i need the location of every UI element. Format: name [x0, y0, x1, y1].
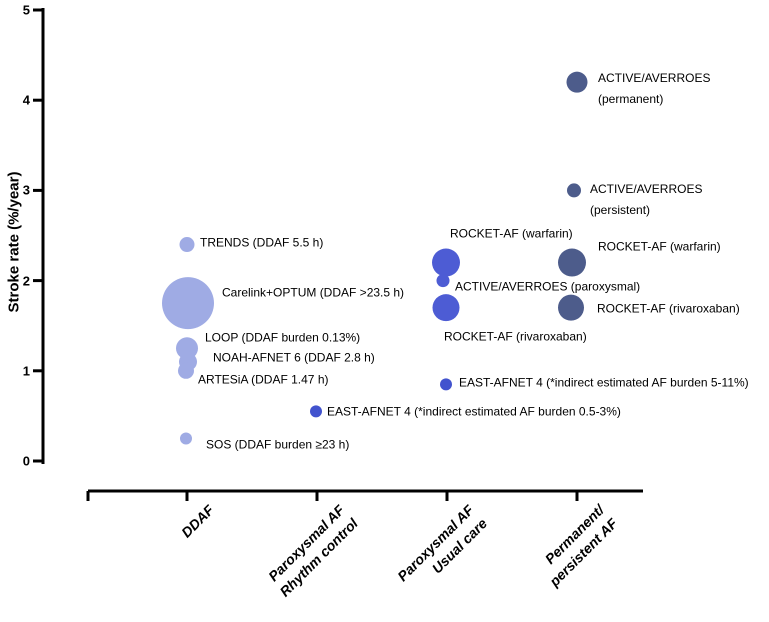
bubble-active-averroes-permanent — [566, 71, 588, 93]
label-carelink-optum: Carelink+OPTUM (DDAF >23.5 h) — [222, 285, 405, 300]
bubble-rocket-af-warfarin-usual-care — [432, 248, 460, 277]
label-active-averroes-paroxysmal: ACTIVE/AVERROES (paroxysmal) — [455, 279, 641, 294]
bubble-active-averroes-paroxysmal — [436, 274, 450, 288]
bubble-sos — [180, 432, 192, 445]
label-east-afnet-4-rhythm-control: EAST-AFNET 4 (*indirect estimated AF bur… — [327, 404, 621, 419]
y-tick-label-3: 3 — [22, 182, 30, 198]
bubble-trends — [179, 237, 195, 253]
bubble-rocket-af-rivaroxaban-permanent — [558, 294, 584, 321]
label-rocket-af-warfarin-usual-care: ROCKET-AF (warfarin) — [450, 226, 573, 241]
bubble-rocket-af-rivaroxaban-usual-care — [432, 294, 460, 322]
label-sos: SOS (DDAF burden ≥23 h) — [206, 437, 350, 452]
y-tick-label-4: 4 — [22, 92, 30, 108]
label-rocket-af-rivaroxaban-permanent: ROCKET-AF (rivaroxaban) — [597, 301, 740, 316]
y-tick-label-0: 0 — [22, 453, 30, 469]
label-east-afnet-4-usual-care: EAST-AFNET 4 (*indirect estimated AF bur… — [459, 375, 749, 390]
label-noah-afnet-6: NOAH-AFNET 6 (DDAF 2.8 h) — [213, 350, 375, 365]
label-rocket-af-warfarin-permanent: ROCKET-AF (warfarin) — [598, 239, 721, 254]
bubble-carelink-optum — [162, 277, 214, 330]
bubble-loop — [176, 337, 198, 360]
y-tick-label-1: 1 — [22, 363, 30, 379]
label-trends: TRENDS (DDAF 5.5 h) — [200, 235, 324, 250]
label-loop: LOOP (DDAF burden 0.13%) — [205, 330, 361, 345]
label-active-averroes-permanent: ACTIVE/AVERROES (permanent) — [598, 71, 711, 106]
label-artesia: ARTESiA (DDAF 1.47 h) — [198, 372, 329, 387]
bubble-artesia — [178, 362, 194, 379]
bubble-east-afnet-4-rhythm-control — [310, 405, 322, 418]
y-tick-label-5: 5 — [22, 2, 30, 18]
bubble-east-afnet-4-usual-care — [440, 378, 452, 391]
bubble-rocket-af-warfarin-permanent — [558, 248, 586, 277]
label-active-averroes-persistent: ACTIVE/AVERROES (persistent) — [590, 182, 703, 217]
y-tick-label-2: 2 — [22, 273, 30, 289]
label-rocket-af-rivaroxaban-usual-care: ROCKET-AF (rivaroxaban) — [444, 329, 587, 344]
bubble-active-averroes-persistent — [567, 183, 581, 198]
